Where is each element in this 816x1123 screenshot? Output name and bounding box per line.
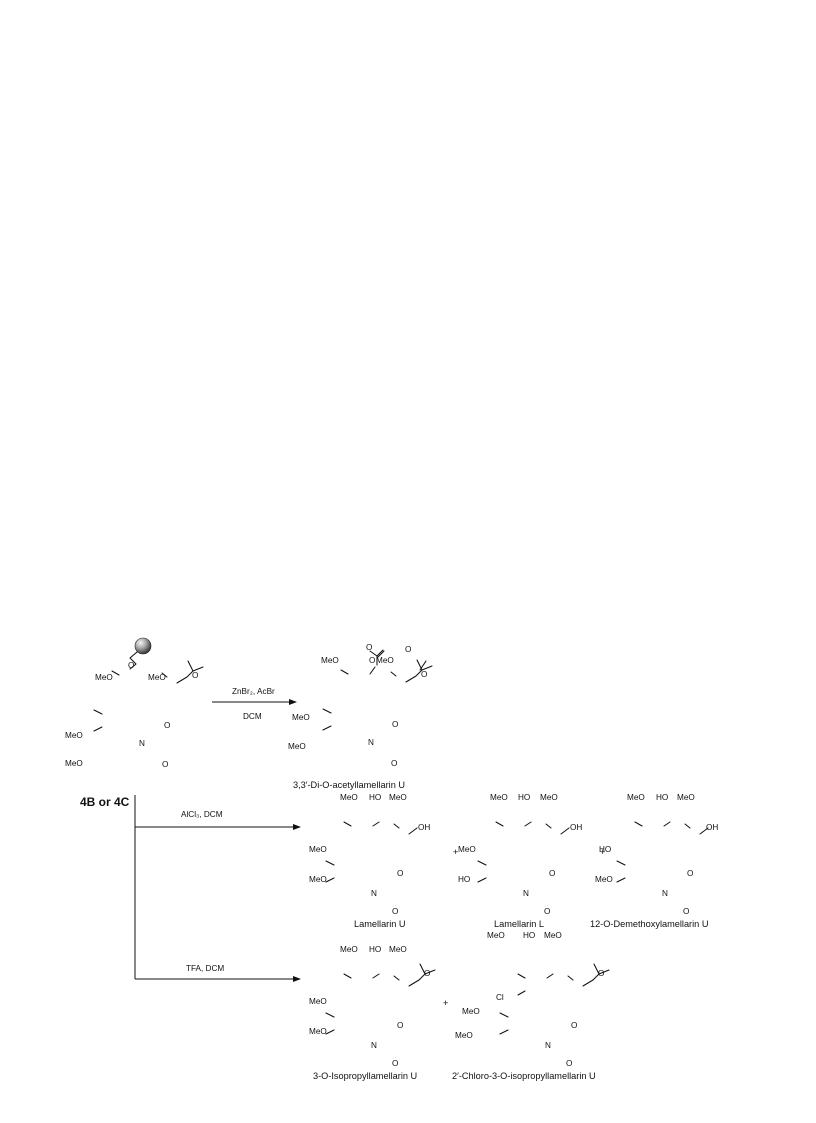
plus-sign-1: + — [453, 847, 458, 857]
label-o-ring: O — [164, 721, 170, 730]
structure-label: N — [662, 889, 668, 898]
label-o-ipr: O — [192, 671, 198, 680]
resin-bead-icon — [134, 637, 152, 655]
product-name-chloro: 2′-Chloro-3-O-isopropyllamellarin U — [452, 1071, 596, 1081]
product-chloro-labels: MeO HO Cl MeO O MeO MeO N O O 2′-Chloro-… — [452, 931, 604, 1081]
plus-sign-2: + — [600, 847, 605, 857]
structure-label: MeO — [627, 793, 645, 802]
structure-label: O — [366, 643, 372, 652]
structure-label: O — [566, 1059, 572, 1068]
reagent-1-line1: ZnBr₂, AcBr — [232, 687, 275, 696]
structure-label: O — [405, 645, 411, 654]
structure-label: MeO — [595, 875, 613, 884]
structure-label: MeO — [487, 931, 505, 940]
structure-label: MeO — [677, 793, 695, 802]
structure-label: O — [683, 907, 689, 916]
structure-label: O — [397, 869, 403, 878]
structure-label: OH — [706, 823, 718, 832]
product-lamellarin-l-structure — [427, 778, 570, 883]
structure-label: MeO — [376, 656, 394, 665]
structure-label: MeO — [540, 793, 558, 802]
structure-label: HO — [523, 931, 535, 940]
structure-label: MeO — [309, 997, 327, 1006]
label-meo-d: MeO — [65, 759, 83, 768]
structure-label: O — [392, 907, 398, 916]
structure-label: Cl — [496, 993, 504, 1002]
structure-label: O — [544, 907, 550, 916]
label-o-link: O — [128, 661, 134, 670]
reagent-2: AlCl₃, DCM — [181, 810, 223, 819]
structure-label: O — [687, 869, 693, 878]
product-name-lamellarin-l: Lamellarin L — [494, 919, 544, 929]
product-isopropyl-labels: MeO HO MeO O MeO MeO N O O 3-O-Isopropyl… — [309, 945, 430, 1081]
structure-label: O — [392, 1059, 398, 1068]
structure-label: OH — [418, 823, 430, 832]
structure-label: O — [397, 1021, 403, 1030]
product-lamellarin-u-labels: MeO HO MeO OH MeO MeO N O O Lamellarin U — [309, 793, 430, 929]
product-diacetyl-labels: MeO O O MeO O O MeO MeO N O O 3,3′-Di-O-… — [288, 643, 427, 790]
product-name-isopropyl: 3-O-Isopropyllamellarin U — [313, 1071, 417, 1081]
structure-label: HO — [369, 793, 381, 802]
structure-label: O — [391, 759, 397, 768]
structure-label: MeO — [455, 1031, 473, 1040]
label-n: N — [139, 739, 145, 748]
structure-label: O — [424, 969, 430, 978]
label-meo-c: MeO — [65, 731, 83, 740]
structure-label: O — [421, 670, 427, 679]
structure-label: MeO — [321, 656, 339, 665]
structure-label: MeO — [309, 1027, 327, 1036]
structure-label: MeO — [389, 945, 407, 954]
plus-sign-3: + — [443, 998, 448, 1008]
starting-material-labels: MeO O MeO O MeO MeO N O O 4B or 4C — [65, 661, 198, 809]
product-isopropyl-structure — [275, 930, 436, 1035]
label-meo-a: MeO — [95, 673, 113, 682]
product-name-diacetyl: 3,3′-Di-O-acetyllamellarin U — [293, 780, 405, 790]
structure-label: O — [598, 969, 604, 978]
product-chloro-structure — [449, 930, 610, 1035]
product-demethoxy-labels: MeO HO MeO OH HO MeO N O O 12-O-Demethox… — [590, 793, 718, 929]
structure-label: MeO — [462, 1007, 480, 1016]
product-lamellarin-u-structure — [275, 778, 418, 883]
structure-label: MeO — [309, 845, 327, 854]
structure-label: MeO — [292, 713, 310, 722]
structure-label: HO — [599, 845, 611, 854]
structure-label: MeO — [340, 945, 358, 954]
product-name-demethoxy: 12-O-Demethoxylamellarin U — [590, 919, 708, 929]
structure-label: MeO — [309, 875, 327, 884]
starting-material-structure — [43, 627, 204, 732]
structure-label: HO — [656, 793, 668, 802]
label-meo-b: MeO — [148, 673, 166, 682]
structure-label: OH — [570, 823, 582, 832]
reagent-3: TFA, DCM — [186, 964, 224, 973]
structure-label: N — [545, 1041, 551, 1050]
reagent-1-line2: DCM — [243, 712, 262, 721]
structure-label: MeO — [490, 793, 508, 802]
structure-label: HO — [369, 945, 381, 954]
structure-label: MeO — [458, 845, 476, 854]
structure-label: O — [392, 720, 398, 729]
structure-label: O — [571, 1021, 577, 1030]
structure-label: MeO — [340, 793, 358, 802]
structure-label: O — [549, 869, 555, 878]
structure-label: HO — [518, 793, 530, 802]
structure-label: N — [371, 1041, 377, 1050]
structure-label: O — [369, 656, 375, 665]
product-diacetyl-structure — [272, 626, 433, 731]
structure-label: HO — [458, 875, 470, 884]
structure-label: N — [368, 738, 374, 747]
product-demethoxy-structure — [566, 778, 709, 883]
structure-label: N — [523, 889, 529, 898]
structure-label: MeO — [544, 931, 562, 940]
product-lamellarin-l-labels: MeO HO MeO OH MeO HO N O O Lamellarin L — [458, 793, 582, 929]
structure-label: MeO — [288, 742, 306, 751]
label-o-carbonyl: O — [162, 760, 168, 769]
starting-material-label: 4B or 4C — [80, 795, 130, 809]
structure-label: N — [371, 889, 377, 898]
structure-label: MeO — [389, 793, 407, 802]
product-name-lamellarin-u: Lamellarin U — [354, 919, 406, 929]
